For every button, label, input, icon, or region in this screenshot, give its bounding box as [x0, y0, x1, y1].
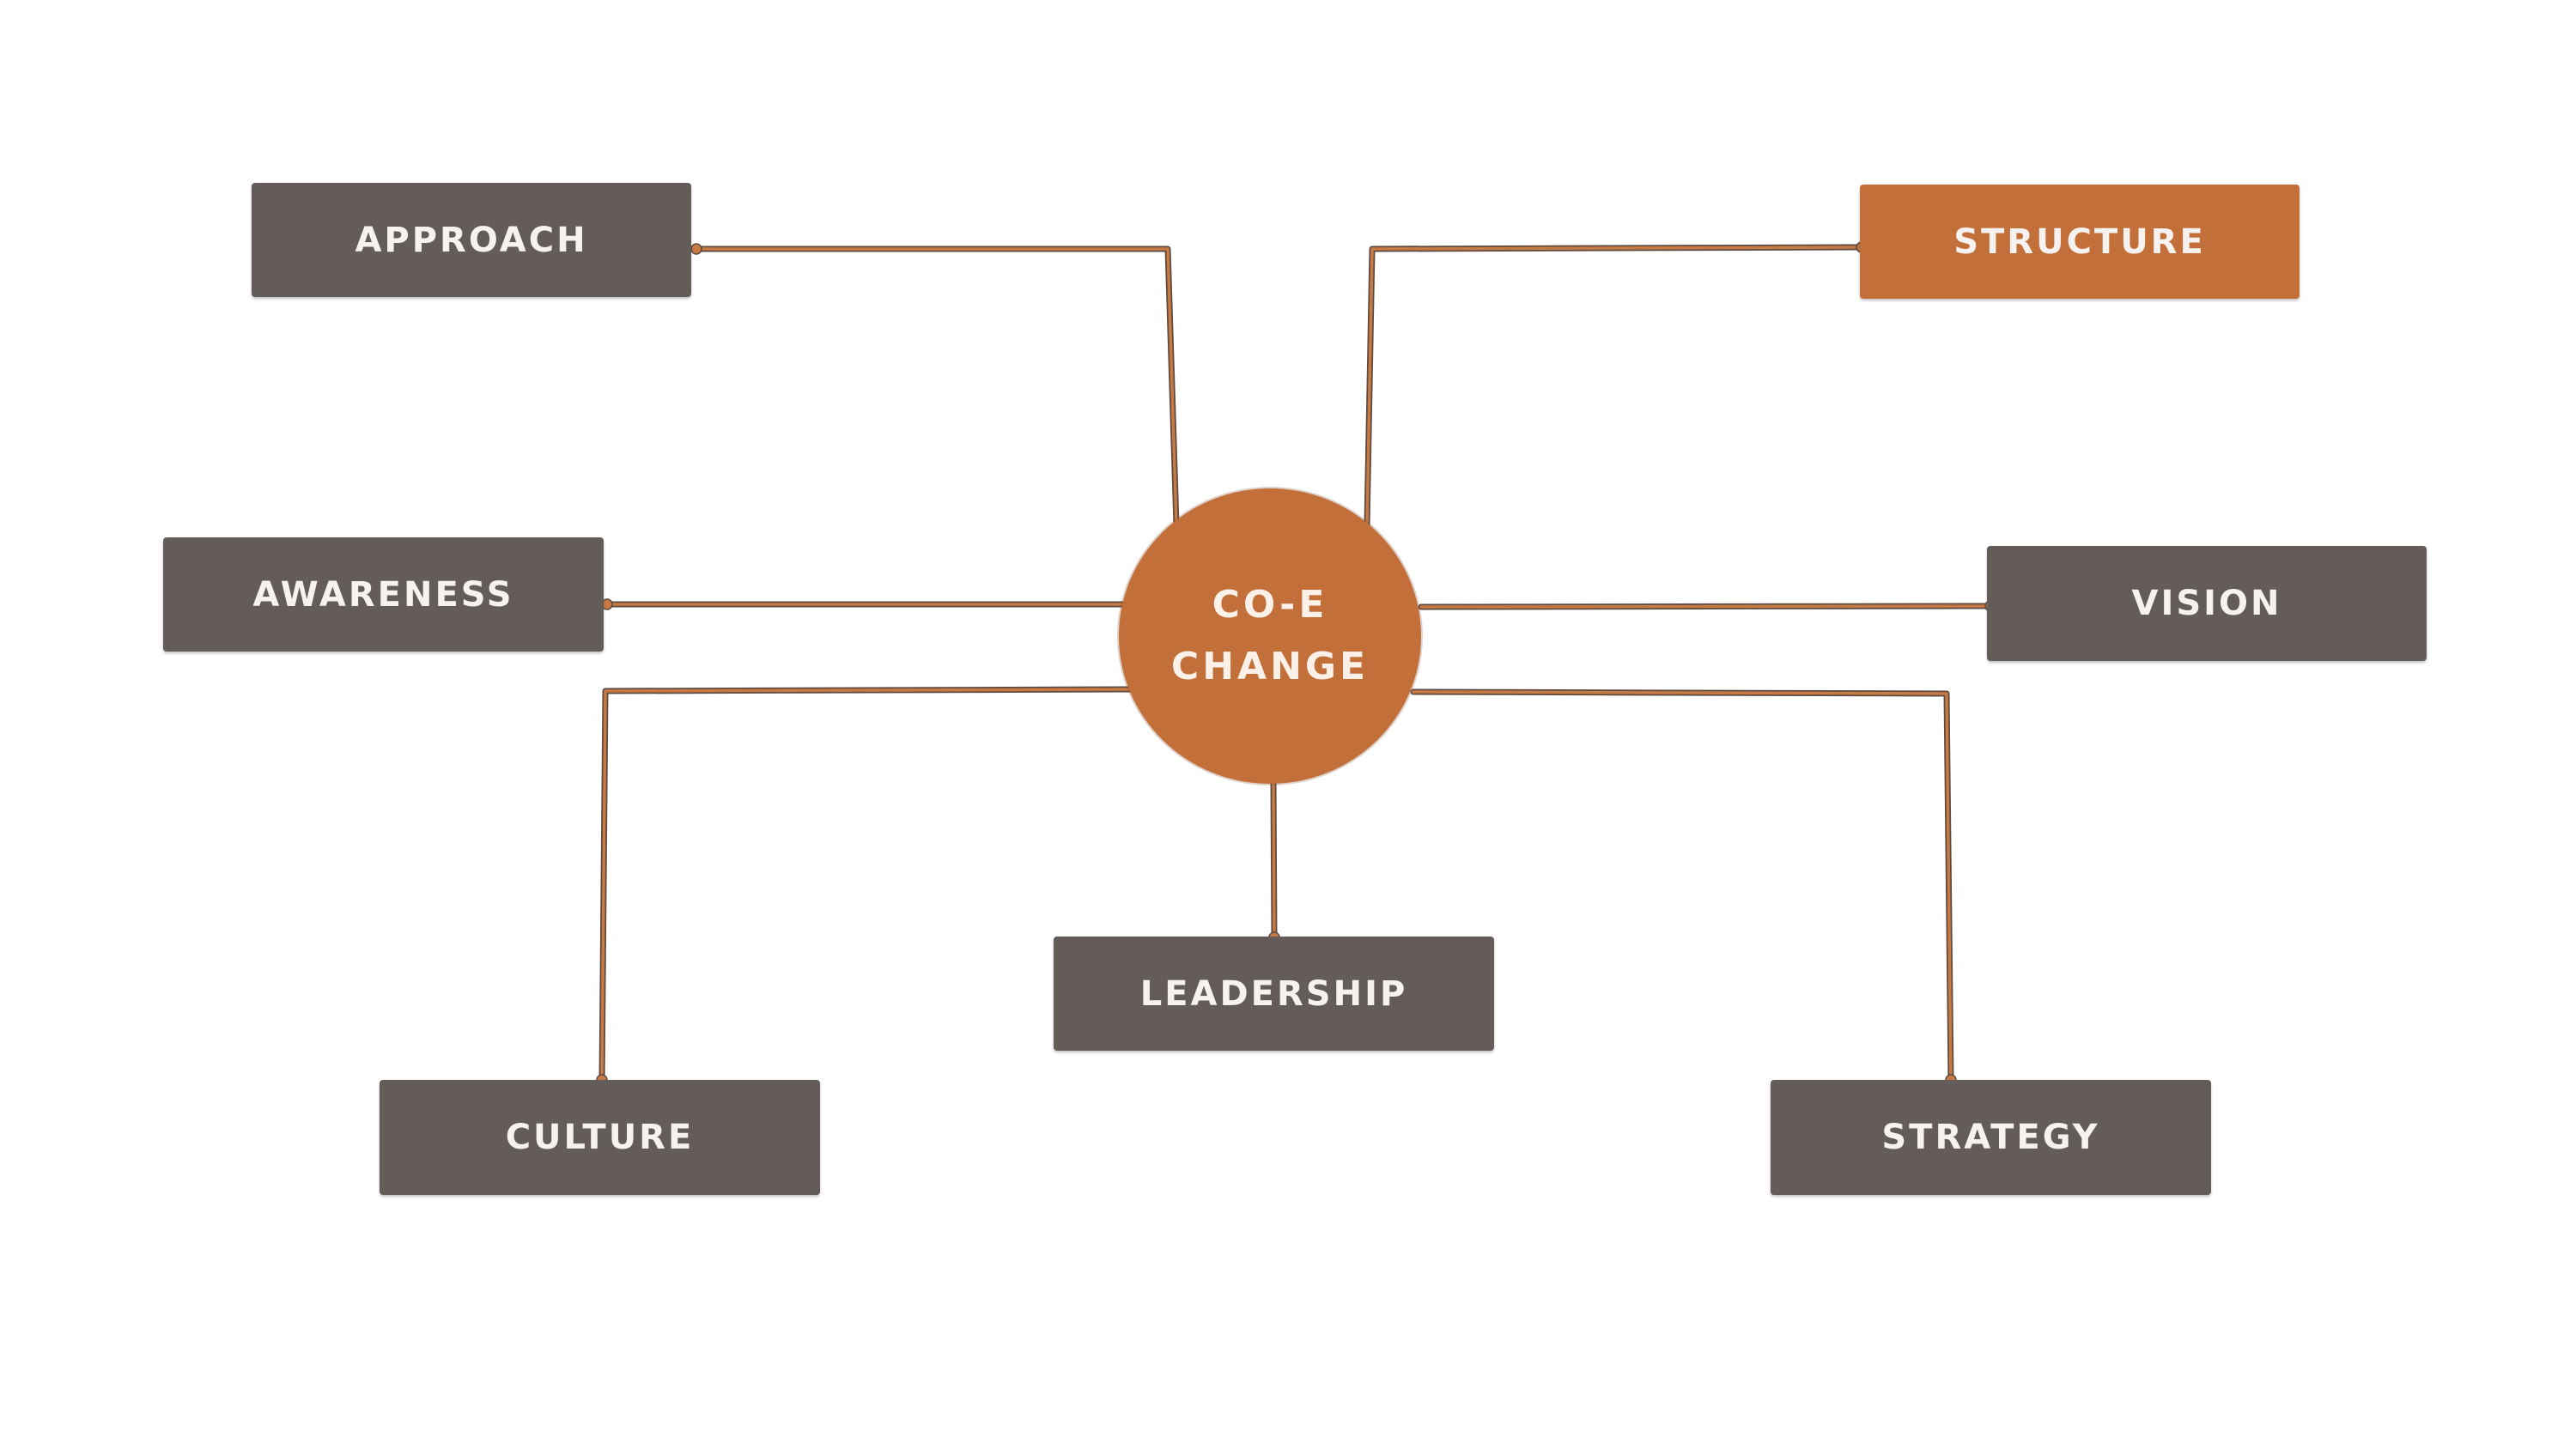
node-culture-label: CULTURE	[505, 1118, 695, 1157]
node-vision-label: VISION	[2131, 584, 2282, 623]
node-strategy[interactable]: STRATEGY	[1771, 1080, 2211, 1195]
connector-vision	[1418, 603, 1994, 610]
connector-strategy	[1410, 688, 1954, 1083]
hub-circle[interactable]: CO-E CHANGE	[1119, 488, 1421, 784]
node-awareness-label: AWARENESS	[252, 574, 514, 615]
node-strategy-label: STRATEGY	[1881, 1118, 2100, 1157]
hub-title-line-2: CHANGE	[1170, 645, 1370, 688]
node-approach[interactable]: APPROACH	[252, 183, 691, 297]
node-structure[interactable]: STRUCTURE	[1860, 185, 2300, 299]
hub-title-line-1: CO-E	[1212, 583, 1328, 627]
node-structure-label: STRUCTURE	[1953, 221, 2206, 262]
node-culture[interactable]: CULTURE	[380, 1080, 820, 1195]
connector-culture	[598, 686, 1135, 1083]
connector-leadership	[1270, 779, 1278, 941]
connector-approach	[693, 246, 1180, 529]
node-leadership-label: LEADERSHIP	[1139, 973, 1408, 1014]
node-vision[interactable]: VISION	[1987, 546, 2427, 661]
node-leadership[interactable]: LEADERSHIP	[1054, 937, 1494, 1051]
node-approach-label: APPROACH	[355, 220, 588, 260]
node-awareness[interactable]: AWARENESS	[163, 537, 604, 652]
connector-structure	[1364, 244, 1865, 529]
